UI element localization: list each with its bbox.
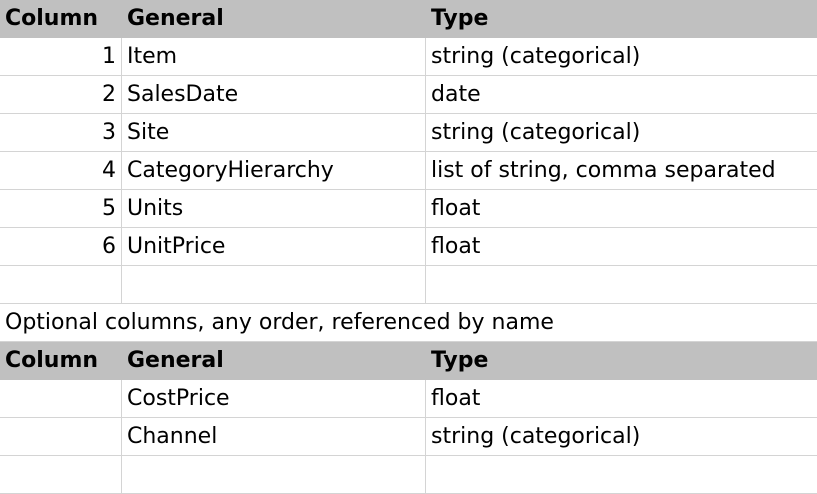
cell-column-number[interactable] <box>0 266 122 304</box>
cell-type[interactable]: string (categorical) <box>426 114 817 152</box>
cell-type[interactable] <box>426 456 817 494</box>
optional-columns-note[interactable]: Optional columns, any order, referenced … <box>0 304 817 342</box>
cell-general[interactable]: Item <box>122 38 426 76</box>
cell-general[interactable]: Site <box>122 114 426 152</box>
cell-column-number[interactable] <box>0 418 122 456</box>
table-row: 2 SalesDate date <box>0 76 817 114</box>
optional-columns-note-row: Optional columns, any order, referenced … <box>0 304 817 342</box>
cell-general[interactable]: CategoryHierarchy <box>122 152 426 190</box>
cell-type[interactable]: string (categorical) <box>426 38 817 76</box>
cell-type[interactable]: float <box>426 190 817 228</box>
cell-type[interactable]: float <box>426 228 817 266</box>
cell-column-number[interactable] <box>0 456 122 494</box>
cell-column-number[interactable]: 1 <box>0 38 122 76</box>
table-header-row: Column General Type <box>0 0 817 38</box>
cell-general[interactable]: Units <box>122 190 426 228</box>
header-general[interactable]: General <box>127 348 224 373</box>
header-column[interactable]: Column <box>5 348 99 373</box>
table-row: Channel string (categorical) <box>0 418 817 456</box>
table-row-empty <box>0 266 817 304</box>
cell-general[interactable] <box>122 456 426 494</box>
cell-column-number[interactable] <box>0 380 122 418</box>
cell-type[interactable]: float <box>426 380 817 418</box>
cell-general[interactable]: UnitPrice <box>122 228 426 266</box>
cell-type[interactable]: date <box>426 76 817 114</box>
header-column[interactable]: Column <box>5 6 99 31</box>
cell-type[interactable]: string (categorical) <box>426 418 817 456</box>
cell-column-number[interactable]: 5 <box>0 190 122 228</box>
table-row-empty <box>0 456 817 494</box>
header-general[interactable]: General <box>127 6 224 31</box>
cell-type[interactable]: list of string, comma separated <box>426 152 817 190</box>
cell-general[interactable]: CostPrice <box>122 380 426 418</box>
cell-general[interactable] <box>122 266 426 304</box>
cell-column-number[interactable]: 2 <box>0 76 122 114</box>
table-row: 4 CategoryHierarchy list of string, comm… <box>0 152 817 190</box>
cell-general[interactable]: SalesDate <box>122 76 426 114</box>
cell-column-number[interactable]: 6 <box>0 228 122 266</box>
header-type[interactable]: Type <box>431 348 489 373</box>
cell-type[interactable] <box>426 266 817 304</box>
table-row: CostPrice float <box>0 380 817 418</box>
table-row: 1 Item string (categorical) <box>0 38 817 76</box>
cell-general[interactable]: Channel <box>122 418 426 456</box>
cell-column-number[interactable]: 3 <box>0 114 122 152</box>
header-type[interactable]: Type <box>431 6 489 31</box>
cell-column-number[interactable]: 4 <box>0 152 122 190</box>
table-row: 3 Site string (categorical) <box>0 114 817 152</box>
optional-table-header-row: Column General Type <box>0 342 817 380</box>
table-row: 6 UnitPrice float <box>0 228 817 266</box>
table-row: 5 Units float <box>0 190 817 228</box>
